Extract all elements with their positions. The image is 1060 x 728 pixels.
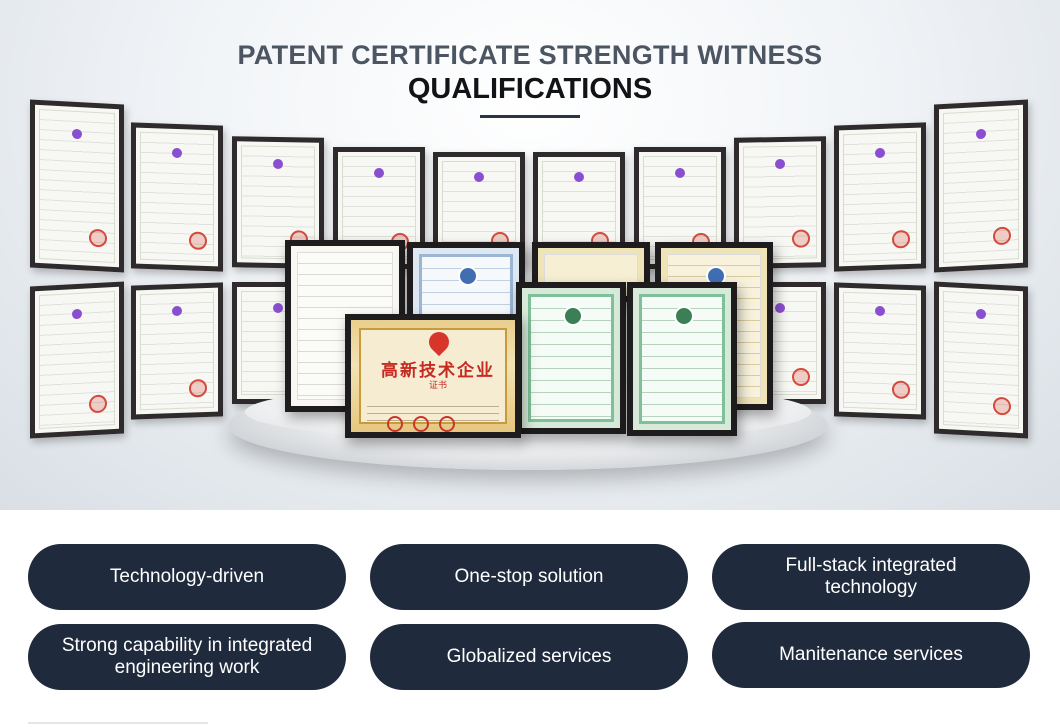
- feature-label: Technology-driven: [109, 566, 265, 587]
- section-subtitle: QUALIFICATIONS: [407, 73, 653, 105]
- certificate-frame: [30, 99, 124, 273]
- feature-pill-globalized-services[interactable]: Globalized services: [370, 624, 688, 690]
- certificate-frame: [131, 122, 223, 272]
- feature-pill-technology-driven[interactable]: Technology-driven: [28, 544, 346, 610]
- feature-pill-full-stack-technology[interactable]: Full-stack integrated technology: [712, 544, 1030, 610]
- certificate-subtitle: 证书: [428, 381, 447, 391]
- feature-label: Manitenance services: [779, 644, 963, 665]
- section-title: PATENT CERTIFICATE STRENGTH WITNESS: [237, 40, 823, 70]
- certificate-frame: [30, 281, 124, 439]
- certificate-frame: [934, 281, 1028, 439]
- certificate-title: 高新技术企业: [381, 361, 495, 381]
- feature-label: Globalized services: [446, 646, 612, 667]
- feature-pill-maintenance-services[interactable]: Manitenance services: [712, 622, 1030, 688]
- certificate-frame: [834, 282, 926, 420]
- certificate-frame: [131, 282, 223, 420]
- feature-label: Full-stack integrated technology: [785, 555, 957, 598]
- certificate-frame: [934, 99, 1028, 273]
- feature-list: Technology-driven One-stop solution Full…: [0, 510, 1060, 728]
- iso-certificate: [516, 282, 626, 434]
- feature-pill-one-stop-solution[interactable]: One-stop solution: [370, 544, 688, 610]
- high-tech-enterprise-certificate: 高新技术企业 证书: [345, 314, 521, 438]
- seal-stamps: [387, 416, 465, 437]
- divider: [28, 722, 208, 724]
- iso-certificate: [627, 282, 737, 436]
- certificates-hero: PATENT CERTIFICATE STRENGTH WITNESS QUAL…: [0, 0, 1060, 510]
- certificate-frame: [834, 122, 926, 272]
- feature-label: Strong capability in integrated engineer…: [61, 635, 313, 678]
- feature-pill-engineering-capability[interactable]: Strong capability in integrated engineer…: [28, 624, 346, 690]
- title-underline: [480, 115, 580, 118]
- feature-label: One-stop solution: [454, 566, 604, 587]
